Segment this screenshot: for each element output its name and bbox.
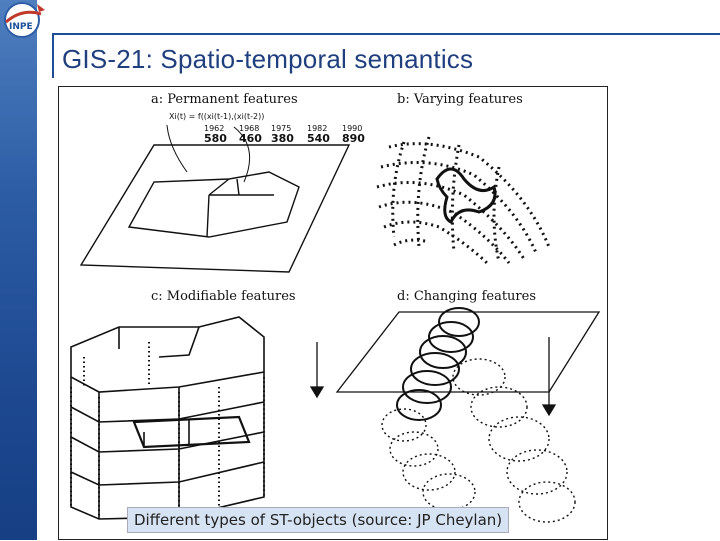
- panel-b-label: b: Varying features: [397, 92, 523, 107]
- value-label: 380: [271, 132, 294, 145]
- inpe-logo: INPE: [1, 0, 49, 44]
- left-accent-bar: [0, 0, 37, 540]
- panel-a-label: a: Permanent features: [151, 92, 298, 107]
- panel-c-dotted: [71, 342, 264, 519]
- panel-a-drawing: [81, 125, 349, 272]
- svg-text:INPE: INPE: [9, 22, 33, 32]
- value-label: 890: [342, 132, 365, 145]
- panel-d-drawing: [311, 312, 599, 415]
- title-rule: [52, 33, 720, 35]
- value-label: 460: [239, 132, 262, 145]
- changing-spiral: [397, 308, 479, 420]
- panel-b-drawing: [377, 137, 549, 265]
- value-label: 580: [204, 132, 227, 145]
- panel-c-drawing: [71, 317, 264, 519]
- figure-panel: Xi(t) = f((xi(t-1),(xi(t-2)) 1962 1968 1…: [58, 86, 608, 540]
- panel-c-label: c: Modifiable features: [151, 289, 296, 304]
- changing-dotted-trail: [382, 359, 575, 522]
- st-objects-diagram: Xi(t) = f((xi(t-1),(xi(t-2)) 1962 1968 1…: [59, 87, 609, 541]
- value-row: 580 460 380 540 890: [204, 132, 365, 145]
- figure-caption: Different types of ST-objects (source: J…: [127, 507, 509, 533]
- formula-text: Xi(t) = f((xi(t-1),(xi(t-2)): [169, 112, 264, 121]
- title-rule-left: [52, 33, 54, 78]
- slide-title: GIS-21: Spatio-temporal semantics: [62, 44, 473, 75]
- value-label: 540: [307, 132, 330, 145]
- panel-d-label: d: Changing features: [397, 289, 536, 304]
